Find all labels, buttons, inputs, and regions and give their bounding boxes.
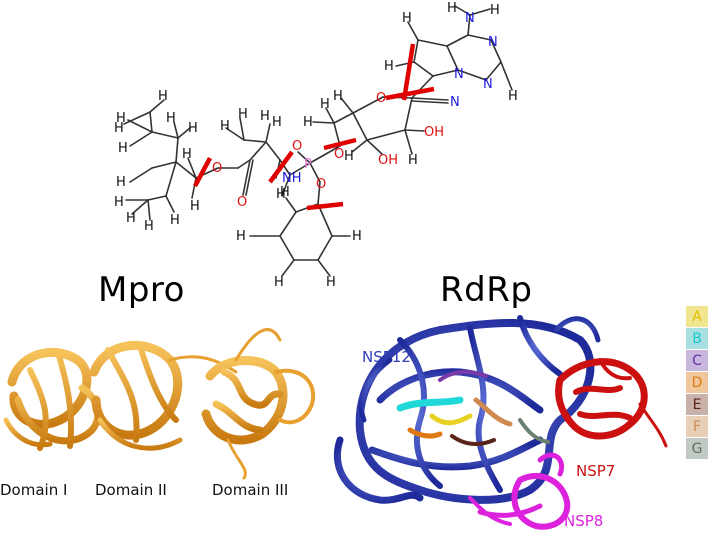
key-cell-b: B: [686, 328, 708, 350]
atom-h: H: [352, 229, 362, 244]
atom-labels: H H N H H N N N H O N H OH H OH H H H O …: [114, 1, 518, 290]
cleavage-mark: [268, 150, 294, 184]
atom-h: H: [158, 89, 168, 104]
mpro-domain-2-ribbon: [89, 340, 238, 451]
atom-h: H: [188, 121, 198, 136]
atom-h: H: [402, 11, 412, 26]
nsp7-label: NSP7: [576, 462, 616, 480]
atom-h: H: [166, 111, 176, 126]
atom-h: H: [344, 149, 354, 164]
atom-oh: OH: [378, 153, 398, 168]
atom-h: H: [238, 107, 248, 122]
key-cell-a: A: [686, 306, 708, 328]
mpro-structure: [3, 328, 316, 480]
atom-h: H: [280, 185, 290, 200]
atom-h: H: [508, 89, 518, 104]
atom-n: N: [483, 77, 493, 92]
motif-segments: [396, 369, 550, 447]
atom-p: P: [304, 157, 312, 172]
atom-h: H: [447, 1, 457, 16]
domain-iii-label: Domain III: [212, 481, 289, 499]
key-cell-e: E: [686, 394, 708, 416]
atom-h: H: [274, 275, 284, 290]
atom-h: H: [408, 153, 418, 168]
atom-h: H: [118, 141, 128, 156]
atom-h: H: [170, 213, 180, 228]
atom-o: O: [212, 161, 222, 176]
atom-h: H: [126, 211, 136, 226]
atom-h: H: [272, 115, 282, 130]
atom-h: H: [116, 111, 126, 126]
atom-h: H: [276, 187, 286, 202]
atom-n: N: [488, 35, 498, 50]
atom-h: H: [144, 219, 154, 234]
domain-ii-label: Domain II: [95, 481, 167, 499]
atom-h: H: [116, 175, 126, 190]
cleavage-mark: [306, 201, 344, 211]
mpro-domain-3-ribbon: [201, 328, 316, 480]
atom-h: H: [490, 3, 500, 18]
atom-h: H: [220, 119, 230, 134]
atom-h: H: [190, 199, 200, 214]
atom-o: O: [334, 147, 344, 162]
nsp8-label: NSP8: [564, 512, 604, 530]
atom-n: N: [450, 95, 460, 110]
rdrp-title: RdRp: [440, 270, 533, 310]
atom-h: H: [260, 109, 270, 124]
atom-o: O: [316, 177, 326, 192]
atom-h: H: [236, 229, 246, 244]
atom-h: H: [182, 147, 192, 162]
atom-h: H: [326, 275, 336, 290]
atom-h: H: [320, 97, 330, 112]
mpro-title: Mpro: [98, 270, 185, 310]
key-cell-c: C: [686, 350, 708, 372]
nsp8-ribbon: [468, 452, 571, 530]
atom-n: N: [454, 67, 464, 82]
atom-oh: OH: [424, 125, 444, 140]
atom-o: O: [376, 91, 386, 106]
domain-i-label: Domain I: [0, 481, 68, 499]
atom-h: H: [333, 89, 343, 104]
atom-h: H: [114, 195, 124, 210]
cleavage-mark: [193, 156, 212, 188]
atom-h: H: [303, 115, 313, 130]
key-cell-d: D: [686, 372, 708, 394]
atom-nh: NH: [282, 171, 302, 186]
atom-h: H: [384, 59, 394, 74]
key-cell-g: G: [686, 438, 708, 460]
rdrp-structure: [333, 315, 668, 530]
cleavage-mark: [323, 137, 357, 151]
nsp12-label: NSP12: [362, 348, 411, 366]
atom-o: O: [292, 139, 302, 154]
key-cell-f: F: [686, 416, 708, 438]
cleavage-mark: [401, 43, 416, 101]
molecule-structure: [123, 5, 513, 277]
mpro-domain-1-ribbon: [3, 347, 102, 451]
atom-h: H: [114, 121, 124, 136]
cleavage-marks: [193, 43, 435, 211]
cleavage-mark: [385, 86, 435, 101]
atom-n: N: [465, 11, 475, 26]
nsp7-ribbon: [555, 358, 668, 448]
atom-o: O: [237, 195, 247, 210]
